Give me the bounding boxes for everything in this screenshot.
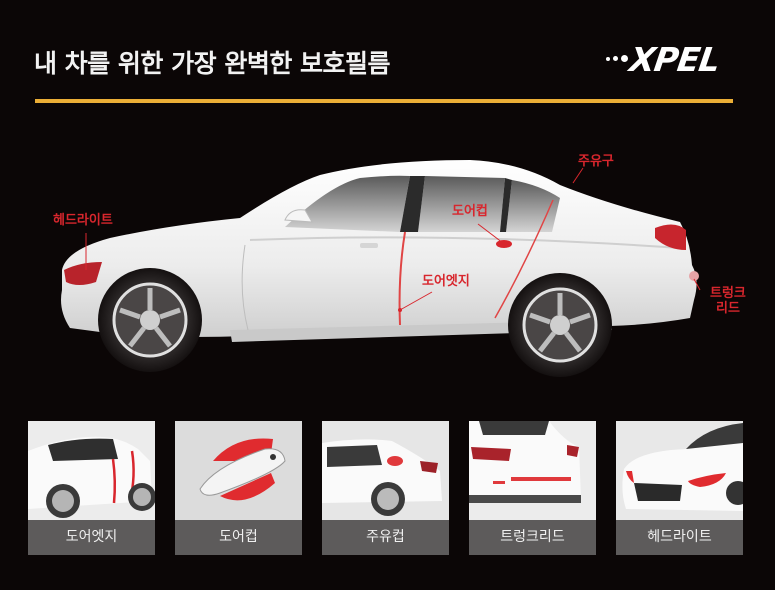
headlight-thumbnail xyxy=(616,421,743,520)
card-trunk-lid: 트렁크리드 xyxy=(469,421,596,555)
card-fuel-cap: 주유컵 xyxy=(322,421,449,555)
card-door-cup: 도어컵 xyxy=(175,421,302,555)
card-label: 도어엣지 xyxy=(28,520,155,555)
sedan-illustration xyxy=(61,160,701,377)
header-divider xyxy=(35,99,733,103)
callout-headlight: 헤드라이트 xyxy=(53,213,113,228)
card-label: 트렁크리드 xyxy=(469,520,596,555)
card-label: 주유컵 xyxy=(322,520,449,555)
callout-trunk-lid-line2: 리드 xyxy=(715,301,740,316)
callout-trunk-lid-line1: 트렁크 xyxy=(710,286,746,301)
car-diagram: 헤드라이트 도어컵 도어엣지 주유구 트렁크 리드 xyxy=(0,140,775,400)
protection-area-cards: 도어엣지 도어컵 주유컵 xyxy=(28,421,743,555)
callout-door-cup: 도어컵 xyxy=(452,204,488,219)
logo-wordmark: XPEL xyxy=(627,40,722,79)
card-door-edge: 도어엣지 xyxy=(28,421,155,555)
trunk-lid-thumbnail xyxy=(469,421,596,520)
callout-trunk-lid: 트렁크 리드 xyxy=(710,286,746,316)
callout-fuel-cap: 주유구 xyxy=(578,154,614,169)
door-cup-thumbnail xyxy=(175,421,302,520)
card-label: 도어컵 xyxy=(175,520,302,555)
logo-dots-icon xyxy=(606,55,628,62)
page-title: 내 차를 위한 가장 완벽한 보호필름 xyxy=(34,49,391,78)
xpel-logo: XPEL xyxy=(606,40,736,80)
card-headlight: 헤드라이트 xyxy=(616,421,743,555)
fuel-cap-thumbnail xyxy=(322,421,449,520)
door-edge-thumbnail xyxy=(28,421,155,520)
callout-door-edge: 도어엣지 xyxy=(422,274,470,289)
card-label: 헤드라이트 xyxy=(616,520,743,555)
